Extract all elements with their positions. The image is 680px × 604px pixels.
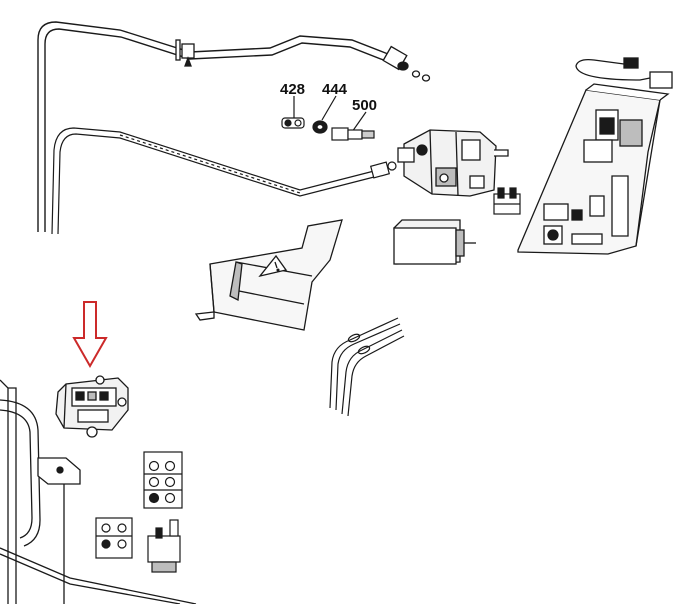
terminal-connector [493,187,521,215]
relay [147,519,181,573]
part-428 [281,96,305,129]
burner-cover [194,219,343,331]
ignition-transformer [393,219,476,265]
control-board [517,83,670,255]
pipe-clamp [175,39,195,67]
part-444 [312,95,337,134]
terminal-block-lower [95,517,133,559]
thermocouple-nut [369,161,397,179]
board-cable [575,57,673,89]
label-444: 444 [322,81,348,98]
appliance-frame [0,379,197,604]
main-gas-pipe [37,21,389,232]
arrow-down-icon [72,301,108,369]
frame-pipe [0,399,81,547]
thermocouple-wires [329,317,405,417]
warning-triangle-icon [258,254,288,278]
gas-valve [397,129,509,197]
terminal-block-upper [143,451,183,509]
pipe-nut [382,45,431,82]
label-500: 500 [352,97,377,114]
label-428: 428 [280,81,305,98]
thermocouple-line [51,127,379,235]
gas-valve-unit [55,375,129,438]
part-500 [331,111,375,141]
